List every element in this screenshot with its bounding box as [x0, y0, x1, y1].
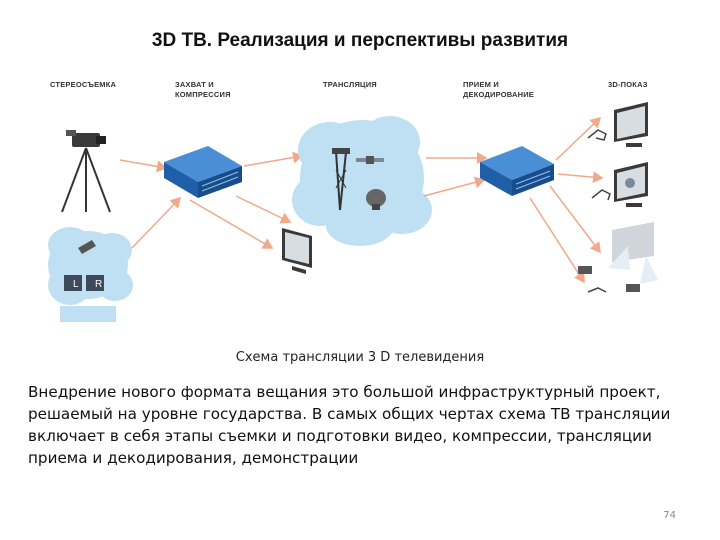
page-number: 74: [663, 510, 676, 521]
arrows-to-capture: [119, 159, 182, 249]
projector-screen-icon: [578, 222, 658, 292]
arrows-to-display: [529, 116, 604, 284]
stage-label-display: 3D-показ: [608, 80, 648, 89]
diagram-graphics: L R: [48, 102, 658, 322]
stage-label-broadcast: Трансляция: [323, 80, 377, 89]
arrows-to-receive: [423, 152, 488, 197]
camera-tripod-icon: [61, 130, 111, 213]
display-monitor-top-icon: [614, 102, 648, 147]
satellite-icon: [356, 156, 384, 164]
stage-label-stereo: Стереосъемка: [50, 80, 117, 89]
stage-label-receive: Прием и декодирование: [463, 80, 534, 99]
stage-label-capture: Захват и компрессия: [175, 80, 231, 99]
stereo-cloud-icon: [48, 227, 133, 322]
display-monitor-mid-icon: [614, 162, 648, 207]
dish-icon: [366, 189, 386, 210]
diagram-caption: Схема трансляции 3 D телевидения: [235, 350, 485, 365]
right-eye-label: R: [95, 279, 102, 290]
glasses-icon-3: [587, 287, 607, 293]
broadcast-diagram: Стереосъемка Захват и компрессия Трансля…: [40, 70, 680, 330]
slide-title: 3D ТВ. Реализация и перспективы развития: [151, 30, 569, 51]
glasses-icon-2: [591, 189, 611, 201]
receiver-server-icon: [480, 146, 554, 196]
satellite-tower-icon: [332, 148, 350, 211]
capture-server-icon: [164, 146, 242, 198]
glasses-icon: [587, 129, 607, 141]
monitor-icon: [282, 228, 312, 274]
body-paragraph: Внедрение нового формата вещания это бол…: [28, 383, 671, 467]
left-eye-label: L: [73, 279, 79, 290]
broadcast-cloud-icon: [292, 116, 432, 246]
arrows-to-broadcast: [189, 151, 304, 249]
